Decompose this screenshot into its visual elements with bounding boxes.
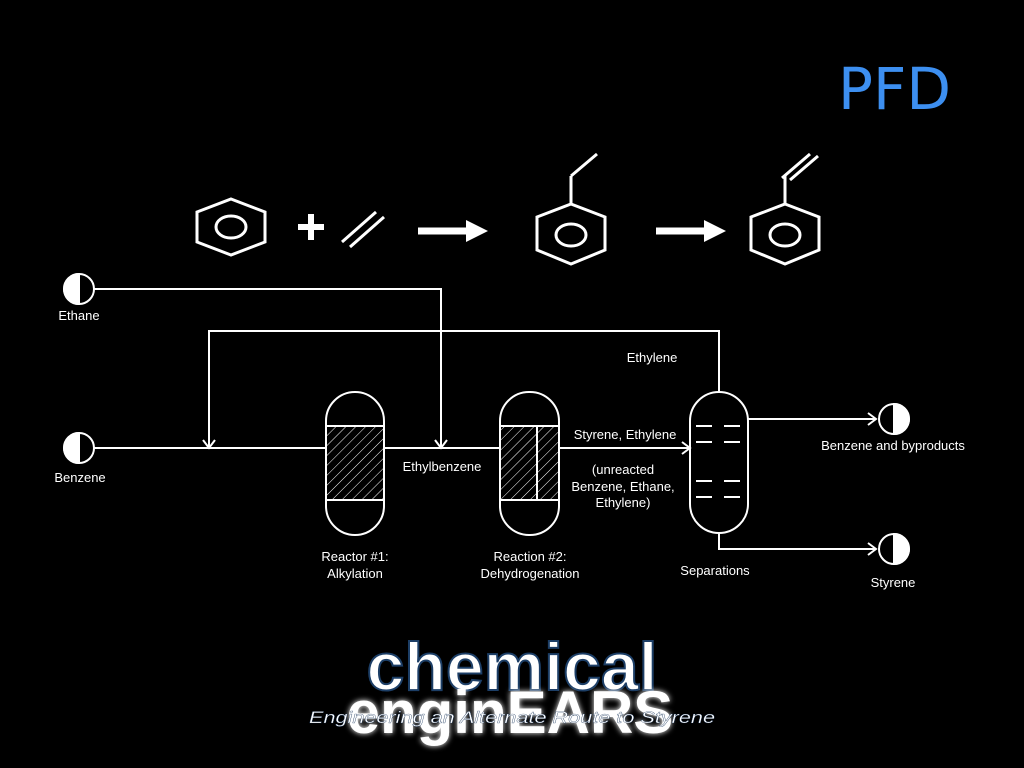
reactor-1-label-line-2: Alkylation: [327, 566, 383, 581]
benzene-molecule-icon: [195, 197, 267, 257]
arrowhead-icon: [434, 439, 448, 450]
logo-line-2: enginEARS: [347, 679, 674, 746]
top-product-terminal-icon: [878, 402, 910, 436]
slide-title: PFD: [838, 55, 951, 123]
reactor-2-label-line-2: Dehydrogenation: [480, 566, 579, 581]
unreacted-label-line-1: (unreacted: [592, 462, 654, 477]
benzene-label: Benzene: [54, 470, 105, 485]
reactor-1-vessel: [325, 391, 385, 536]
top-product-label: Benzene and byproducts: [821, 438, 965, 453]
ethylene-recycle-line: [208, 330, 720, 447]
stream-labels: Ethane Benzene Ethylene Ethylbenzene Sty…: [54, 308, 965, 590]
reaction-scheme: [195, 152, 821, 266]
bottom-product-line: [718, 533, 876, 550]
ethylene-label: Ethylene: [627, 350, 678, 365]
stream-terminals: [63, 272, 910, 566]
arrowhead-icon: [202, 439, 216, 450]
ethane-stream-line: [94, 288, 442, 447]
logo-tagline: Engineering an Alternate Route to Styren…: [309, 708, 715, 727]
styrene-molecule-icon: [749, 152, 821, 266]
reactor-1-label-line-1: Reactor #1:: [321, 549, 388, 564]
ethylene-molecule-icon: [341, 210, 385, 249]
separations-label: Separations: [680, 563, 750, 578]
ethylbenzene-label: Ethylbenzene: [403, 459, 482, 474]
reaction-arrow-icon-2: [656, 220, 726, 242]
unit-labels: Reactor #1: Alkylation Reaction #2: Dehy…: [321, 549, 750, 581]
reaction-arrow-icon-1: [418, 220, 488, 242]
arrowhead-icon: [867, 542, 878, 556]
unreacted-label-line-3: Ethylene): [596, 495, 651, 510]
reactor-2-label-line-1: Reaction #2:: [494, 549, 567, 564]
ethane-terminal-icon: [63, 272, 95, 306]
reactor-2-vessel: [499, 391, 560, 536]
styrene-terminal-icon: [878, 532, 910, 566]
ethylbenzene-molecule-icon: [535, 152, 607, 266]
benzene-terminal-icon: [63, 431, 95, 465]
plus-sign-icon: [298, 214, 324, 240]
reactor2-outlet-label: Styrene, Ethylene: [574, 427, 677, 442]
column-trays: [696, 425, 740, 498]
flow-lines: [94, 288, 876, 550]
chemical-engineers-logo: chemical enginEARS Engineering an Altern…: [309, 628, 715, 746]
ethane-label: Ethane: [58, 308, 99, 323]
styrene-product-label: Styrene: [871, 575, 916, 590]
separation-column: [689, 391, 749, 534]
unreacted-label-line-2: Benzene, Ethane,: [571, 479, 674, 494]
arrowhead-icon: [867, 412, 878, 426]
logo-line-1: chemical: [366, 629, 657, 705]
